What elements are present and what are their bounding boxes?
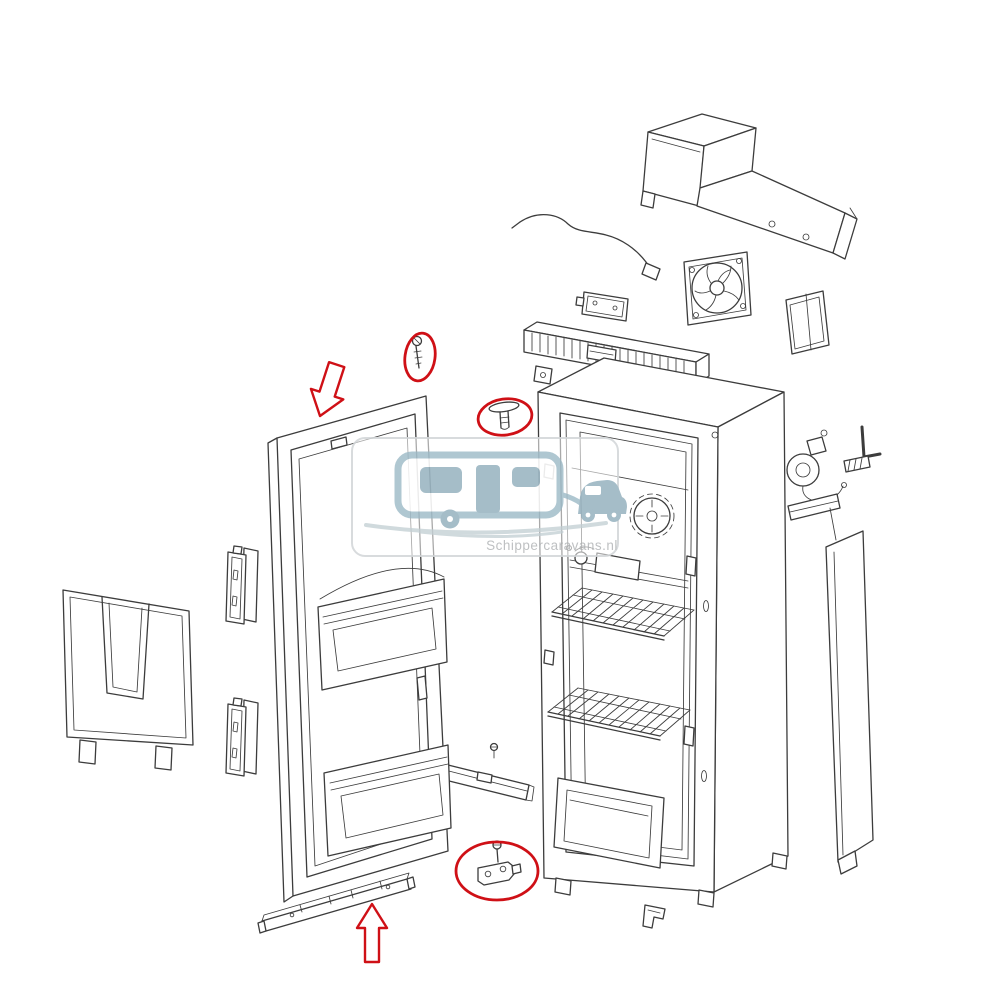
cooling-unit xyxy=(786,429,847,541)
tray-screw xyxy=(489,742,499,759)
top-cover-panel xyxy=(640,113,858,260)
right-side-panel xyxy=(825,530,874,875)
fan-blades xyxy=(694,265,740,311)
spacer-block xyxy=(843,455,871,473)
freezer-compartment xyxy=(553,777,665,869)
wire-shelf-lower xyxy=(547,687,691,741)
highlight-circle-hinge xyxy=(454,840,540,902)
bottom-vent-strip xyxy=(257,872,416,934)
caravan-window-right xyxy=(512,467,540,487)
interior-ventilator xyxy=(629,493,675,539)
grille-mount-tab xyxy=(533,365,553,385)
accessory-box xyxy=(785,290,830,355)
hinge-part xyxy=(477,840,522,886)
foot-bracket xyxy=(642,904,666,929)
highlight-arrow-door xyxy=(309,360,346,418)
power-cable xyxy=(511,214,661,281)
tscrew-part xyxy=(488,401,520,430)
drip-tray xyxy=(436,762,535,802)
cooling-fan xyxy=(683,251,752,326)
allen-key xyxy=(860,425,882,459)
caravan-door xyxy=(476,465,500,513)
door-latch-slot xyxy=(416,675,428,701)
door-bin-upper xyxy=(317,578,448,691)
watermark-text: Schippercaravans.nl xyxy=(486,538,618,553)
highlight-circle-screw xyxy=(403,331,437,383)
caravan-window-left xyxy=(420,467,462,493)
screw-part xyxy=(411,335,423,369)
hinge-bracket-upper xyxy=(225,545,259,625)
door-outer-panel xyxy=(62,589,194,771)
highlight-circle-tscrew xyxy=(476,397,534,437)
door-bin-lower xyxy=(323,744,452,857)
shelf-rail xyxy=(683,555,697,747)
watermark-caravan-logo xyxy=(364,451,627,538)
highlight-arrow-strip xyxy=(355,902,389,964)
hinge-bracket-lower xyxy=(225,697,259,777)
wire-shelf-upper xyxy=(551,587,695,641)
car-window xyxy=(585,486,601,495)
cabinet-feet xyxy=(554,852,788,908)
watermark: Schippercaravans.nl xyxy=(351,437,627,557)
control-module xyxy=(575,291,629,322)
